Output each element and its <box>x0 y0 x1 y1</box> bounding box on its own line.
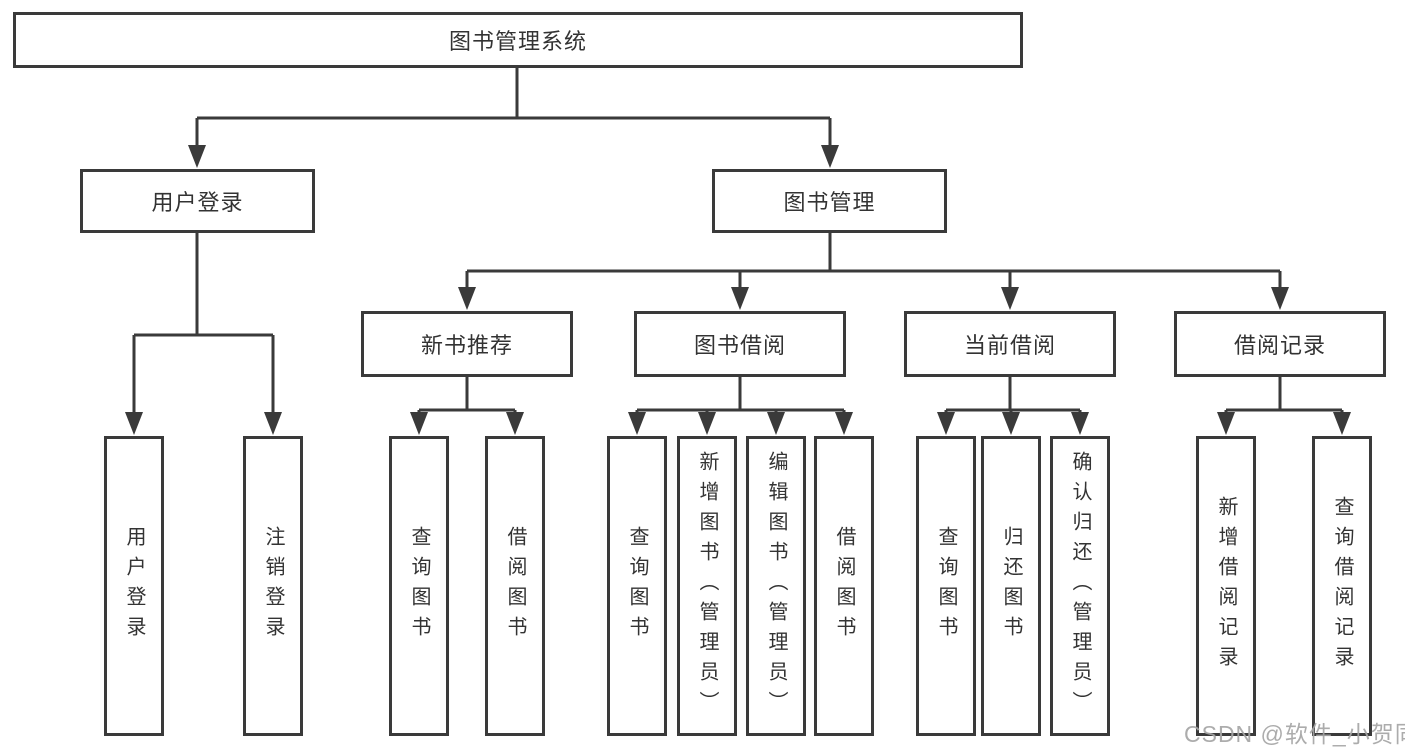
node-label: 借阅图书 <box>504 526 526 646</box>
leaf-add-borrow-record: 新增借阅记录 <box>1196 436 1256 736</box>
leaf-edit-books-admin: 编辑图书（管理员） <box>746 436 806 736</box>
node-label: 图书借阅 <box>693 333 786 358</box>
arrowhead-icon <box>767 412 785 435</box>
leaf-add-books-admin: 新增图书（管理员） <box>677 436 737 736</box>
node-label: 新书推荐 <box>420 333 513 358</box>
node-borrowing-records: 借阅记录 <box>1174 311 1386 377</box>
node-label: 用户登录 <box>123 526 145 646</box>
arrowhead-icon <box>1002 412 1020 435</box>
node-label: 当前借阅 <box>963 333 1056 358</box>
leaf-return-books: 归还图书 <box>981 436 1041 736</box>
csdn-watermark: CSDN @软件_小贺同学 <box>1184 721 1405 747</box>
leaf-borrow-books: 借阅图书 <box>814 436 874 736</box>
node-label: 查询图书 <box>626 526 648 646</box>
arrowhead-icon <box>698 412 716 435</box>
arrowhead-icon <box>125 412 143 435</box>
node-label: 查询图书 <box>408 526 430 646</box>
arrowhead-icon <box>628 412 646 435</box>
arrowhead-icon <box>937 412 955 435</box>
node-label: 用户登录 <box>151 190 244 215</box>
node-label: 图书管理系统 <box>448 29 587 54</box>
node-label: 查询借阅记录 <box>1331 496 1353 676</box>
node-label: 查询图书 <box>935 526 957 646</box>
node-new-book-recommendation: 新书推荐 <box>361 311 573 377</box>
arrowhead-icon <box>835 412 853 435</box>
node-label: 确认归还（管理员） <box>1069 451 1091 721</box>
node-book-management-branch: 图书管理 <box>712 169 947 233</box>
arrowhead-icon <box>188 145 206 168</box>
node-user-login-branch: 用户登录 <box>80 169 315 233</box>
node-label: 注销登录 <box>262 526 284 646</box>
leaf-query-books-current: 查询图书 <box>916 436 976 736</box>
node-book-borrowing: 图书借阅 <box>634 311 846 377</box>
arrowhead-icon <box>821 145 839 168</box>
leaf-borrow-books-recommend: 借阅图书 <box>485 436 545 736</box>
arrowhead-icon <box>264 412 282 435</box>
leaf-query-borrow-record: 查询借阅记录 <box>1312 436 1372 736</box>
arrowhead-icon <box>458 287 476 310</box>
node-label: 编辑图书（管理员） <box>765 451 787 721</box>
node-label: 借阅记录 <box>1233 333 1326 358</box>
arrowhead-icon <box>1001 287 1019 310</box>
arrowhead-icon <box>1217 412 1235 435</box>
leaf-confirm-return-admin: 确认归还（管理员） <box>1050 436 1110 736</box>
node-library-management-system: 图书管理系统 <box>13 12 1023 68</box>
arrowhead-icon <box>506 412 524 435</box>
node-current-borrowing: 当前借阅 <box>904 311 1116 377</box>
node-label: 借阅图书 <box>833 526 855 646</box>
arrowhead-icon <box>410 412 428 435</box>
arrowhead-icon <box>1333 412 1351 435</box>
arrowhead-icon <box>1071 412 1089 435</box>
node-label: 图书管理 <box>783 190 876 215</box>
leaf-user-login: 用户登录 <box>104 436 164 736</box>
node-label: 新增图书（管理员） <box>696 451 718 721</box>
leaf-query-books-recommend: 查询图书 <box>389 436 449 736</box>
arrowhead-icon <box>731 287 749 310</box>
arrowhead-icon <box>1271 287 1289 310</box>
leaf-logout: 注销登录 <box>243 436 303 736</box>
node-label: 归还图书 <box>1000 526 1022 646</box>
leaf-query-books-borrow: 查询图书 <box>607 436 667 736</box>
node-label: 新增借阅记录 <box>1215 496 1237 676</box>
